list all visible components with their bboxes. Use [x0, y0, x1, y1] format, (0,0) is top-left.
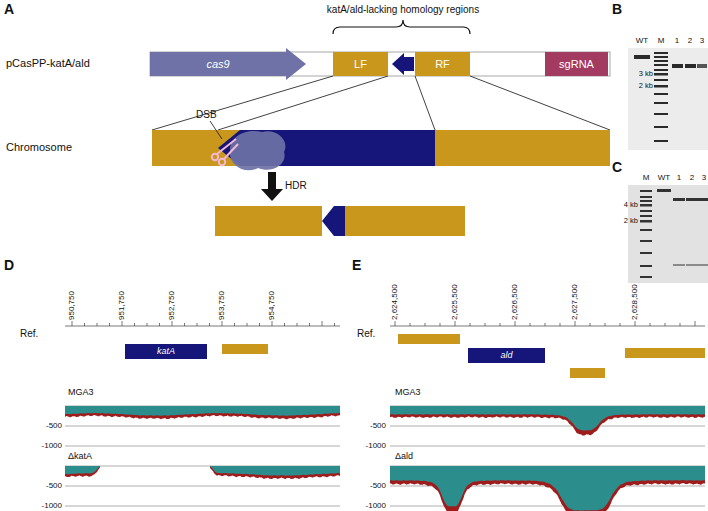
chromosome-label: Chromosome	[6, 142, 72, 153]
panel-letter: C	[612, 160, 622, 174]
step-label: HDR	[285, 181, 307, 191]
track-label: MGA3	[395, 388, 421, 397]
reference-axes	[65, 321, 705, 326]
gene-box: katA	[125, 344, 207, 359]
lane-label: 2	[688, 37, 692, 45]
homology-region-bar	[570, 368, 605, 378]
lane-label: M	[643, 174, 650, 182]
lane-label: 2	[690, 174, 694, 182]
axis-tick-label: 2,627,500	[571, 284, 579, 320]
axis-value: -500	[46, 482, 62, 490]
gel-image	[628, 48, 708, 150]
node-label: katA	[157, 347, 175, 356]
axis-label: Ref.	[357, 329, 375, 339]
lane-label: 1	[677, 174, 681, 182]
axis-value: -500	[46, 422, 62, 430]
callout-label: DSB	[196, 110, 217, 120]
gel-bands	[640, 189, 708, 278]
axis-value: -1000	[366, 442, 386, 450]
gene-arrow: cas9	[150, 48, 306, 80]
sgrna-box: sgRNA	[545, 52, 608, 76]
lane-label: 3	[702, 174, 706, 182]
scissors-symbol	[212, 139, 238, 165]
homology-arm-box: RF	[415, 52, 470, 76]
lane-label: 3	[700, 37, 704, 45]
homology-line	[218, 76, 388, 130]
track-label: MGA3	[68, 388, 94, 397]
lane-label: WT	[636, 37, 648, 45]
node-label: LF	[354, 59, 367, 70]
axis-tick-label: 953,750	[218, 291, 226, 320]
size-marker: 2 kb	[639, 82, 653, 90]
axis-label: Ref.	[20, 329, 38, 339]
coverage-tracks	[65, 406, 705, 511]
lane-label: WT	[658, 174, 670, 182]
node-label: sgRNA	[559, 59, 594, 70]
process-arrow	[261, 172, 283, 201]
node-label: ald	[500, 351, 512, 360]
size-marker: 4 kb	[624, 201, 638, 209]
axis-value: -1000	[42, 442, 62, 450]
panel-letter: B	[612, 2, 622, 16]
size-marker: 2 kb	[624, 217, 638, 225]
axis-tick-label: 2,625,500	[451, 284, 459, 320]
track-label: ΔkatA	[68, 452, 92, 461]
brace-label: katA/ald-lacking homology regions	[327, 5, 479, 15]
homology-region-bar	[222, 344, 268, 354]
gel-image	[628, 185, 708, 283]
homology-arm-box: LF	[333, 52, 388, 76]
track-label: Δald	[395, 452, 413, 461]
panel-letter: E	[352, 258, 361, 272]
plasmid-label: pCasPP-katA/ald	[6, 58, 90, 69]
chromosome-flank	[345, 206, 465, 236]
lane-label: 1	[675, 37, 679, 45]
gene-box: ald	[468, 348, 545, 363]
node-label: RF	[435, 59, 450, 70]
axis-tick-label: 2,626,500	[511, 284, 519, 320]
chromosome-flank	[215, 206, 322, 236]
homology-line	[470, 76, 610, 130]
leader-line	[210, 121, 222, 139]
brace	[333, 20, 470, 34]
gel-bands	[634, 52, 707, 142]
gene-remnant-arrow	[392, 53, 414, 75]
size-marker: 3 kb	[639, 70, 653, 78]
panel-letter: D	[4, 258, 14, 272]
axis-tick-label: 951,750	[118, 291, 126, 320]
homology-line	[415, 76, 435, 130]
gene-remnant-arrow	[322, 206, 345, 236]
axis-tick-label: 2,624,500	[391, 284, 399, 320]
axis-value: -1000	[42, 502, 62, 510]
axis-value: -1000	[366, 502, 386, 510]
axis-tick-label: 950,750	[68, 291, 76, 320]
cas9-protein	[230, 131, 286, 170]
lane-label: M	[658, 37, 665, 45]
chromosome-flank	[435, 130, 610, 166]
panel-letter: A	[4, 2, 14, 16]
homology-region-bar	[398, 334, 460, 344]
axis-tick-label: 952,750	[168, 291, 176, 320]
axis-tick-label: 954,750	[268, 291, 276, 320]
axis-value: -500	[370, 422, 386, 430]
axis-value: -500	[370, 482, 386, 490]
homology-region-bar	[625, 348, 705, 358]
axis-tick-label: 2,628,500	[631, 284, 639, 320]
node-label: cas9	[206, 59, 229, 70]
